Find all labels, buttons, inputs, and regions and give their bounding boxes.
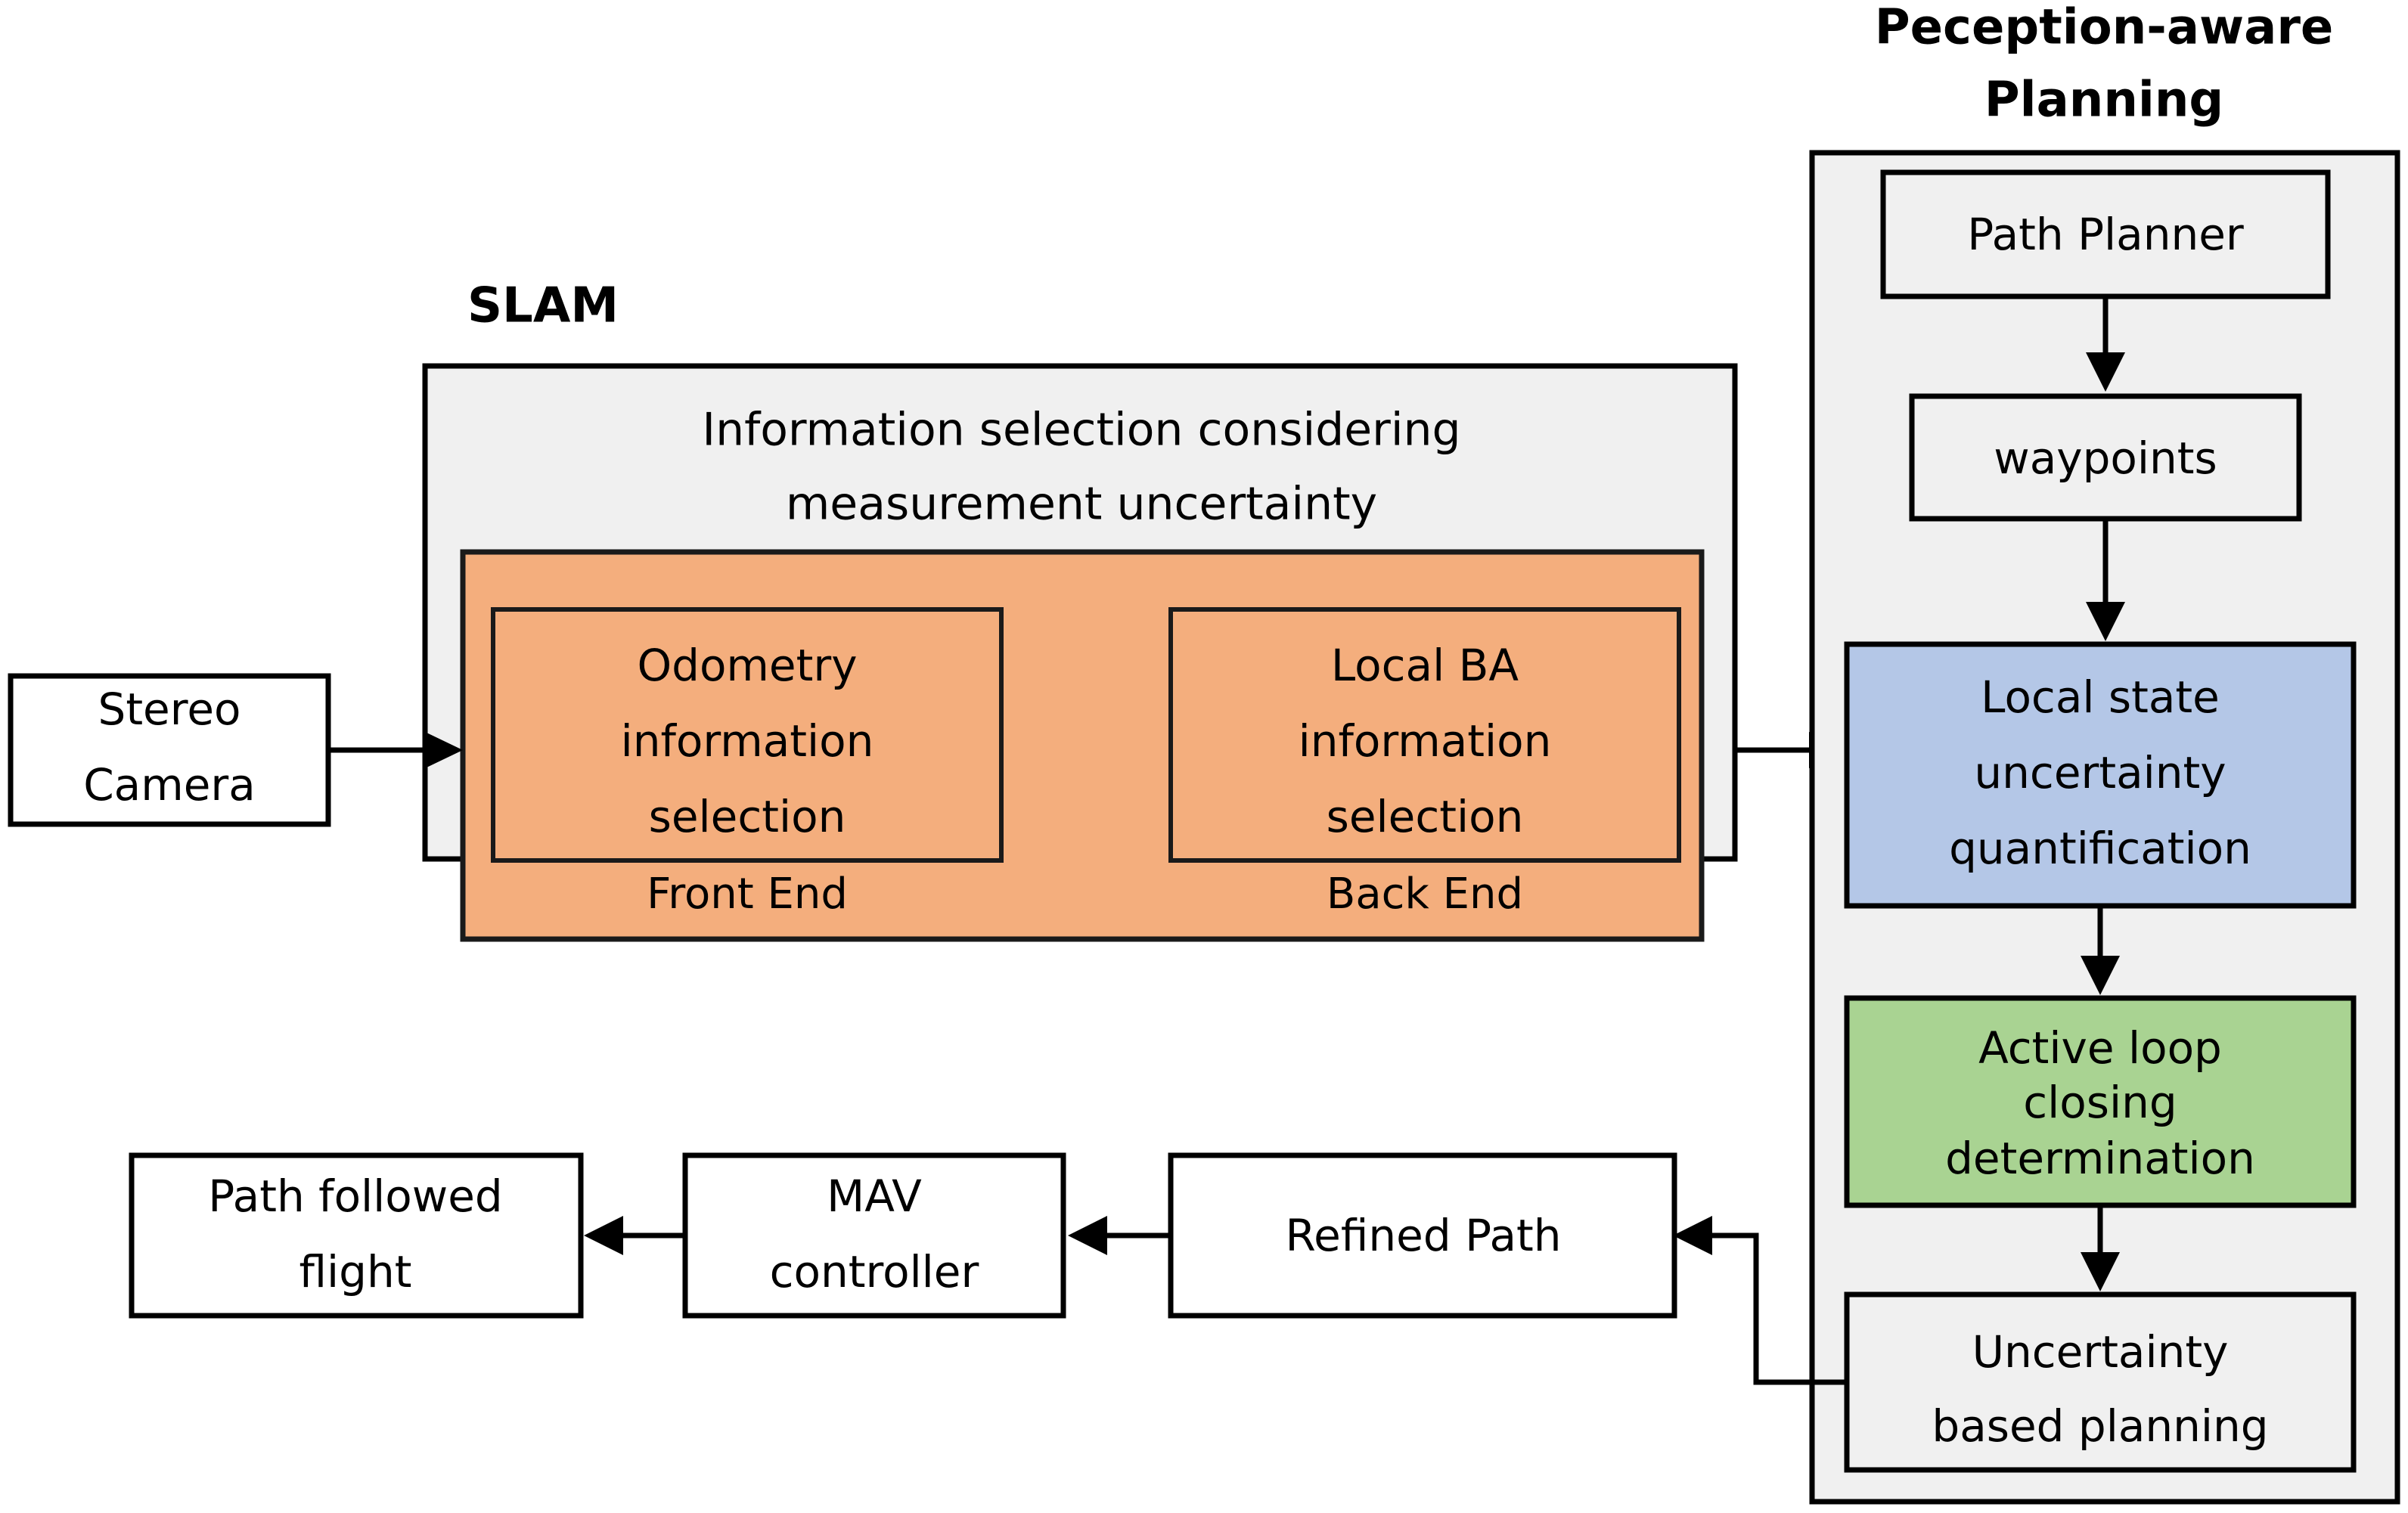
path-followed-flight-node[interactable]: Path followed flight [129,1152,584,1319]
active-loop-line1: Active loop [1978,1022,2222,1074]
arrowhead-refined-path-to-mav [1068,1216,1107,1255]
arrowhead-waypoints-to-local-state [2086,602,2125,641]
stereo-camera-line2: Camera [83,759,256,811]
path-planner-node[interactable]: Path Planner [1880,169,2331,299]
path-followed-flight-box[interactable] [129,1152,584,1319]
arrow-planner-to-waypoints [2086,296,2125,392]
uncertainty-planning-line2: based planning [1932,1400,2268,1452]
arrowhead-planning-to-refined-path [1673,1216,1712,1255]
arrowhead-camera-to-slam [425,732,463,768]
local-state-line1: Local state [1981,671,2220,723]
arrowhead-local-state-to-active-loop [2081,956,2120,995]
active-loop-line3: determination [1945,1133,2255,1184]
arrowhead-mav-to-path-followed [584,1216,623,1255]
local-ba-line3: selection [1327,791,1524,842]
local-ba-line1: Local BA [1331,640,1519,691]
active-loop-closing-node[interactable]: Active loop closing determination [1844,995,2357,1208]
arrow-local-state-to-active-loop [2081,906,2120,995]
slam-caption-line1: Information selection considering [702,404,1460,457]
local-ba-line2: information [1299,715,1552,767]
path-planner-box[interactable] [1880,169,2331,299]
arrowhead-active-loop-to-uncertainty-planning [2081,1252,2120,1291]
uncertainty-based-planning-node[interactable]: Uncertainty based planning [1844,1291,2357,1473]
arrowhead-planner-to-waypoints [2086,352,2125,392]
local-ba-information-selection-node[interactable]: Local BA information selection [1168,607,1681,863]
arrow-mav-to-path-followed [584,1216,685,1255]
uncertainty-based-planning-box[interactable] [1844,1291,2357,1473]
local-state-uncertainty-node[interactable]: Local state uncertainty quantification [1844,641,2357,909]
arrow-refined-path-to-mav [1068,1216,1171,1255]
stereo-camera-box[interactable] [8,673,331,827]
path-planner-label: Path Planner [1967,209,2244,260]
waypoints-box[interactable] [1909,393,2302,522]
planning-section-title-line2: Planning [1984,73,2223,129]
odometry-line3: selection [649,791,846,842]
odometry-information-selection-box[interactable] [491,607,1004,863]
back-end-caption: Back End [1327,870,1523,919]
path-followed-line2: flight [299,1246,412,1298]
path-followed-line1: Path followed [208,1170,502,1222]
odometry-line2: information [621,715,874,767]
stereo-camera-node[interactable]: Stereo Camera [8,673,331,827]
mav-controller-node[interactable]: MAV controller [682,1152,1066,1319]
arrow-active-loop-to-uncertainty-planning [2081,1205,2120,1291]
waypoints-label: waypoints [1994,433,2217,484]
front-end-caption: Front End [647,870,848,919]
local-ba-information-selection-box[interactable] [1168,607,1681,863]
slam-section-title: SLAM [467,278,619,334]
waypoints-node[interactable]: waypoints [1909,393,2302,522]
slam-section: SLAM Information selection considering m… [422,278,1738,942]
slam-caption-line2: measurement uncertainty [786,478,1377,531]
planning-section-title-line1: Peception-aware [1875,0,2334,56]
arrow-waypoints-to-local-state [2086,519,2125,641]
refined-path-label: Refined Path [1285,1210,1561,1261]
stereo-camera-line1: Stereo [98,684,241,735]
uncertainty-planning-line1: Uncertainty [1972,1326,2229,1378]
planning-section: Peception-aware Planning Path Planner wa… [1809,0,2400,1505]
active-loop-line2: closing [2023,1077,2177,1128]
output-chain: Refined Path MAV controller Path followe… [129,1152,1847,1385]
odometry-line1: Odometry [637,640,857,691]
mav-controller-line1: MAV [827,1170,922,1222]
local-state-line2: uncertainty [1974,747,2226,798]
mav-controller-line2: controller [770,1246,979,1298]
local-state-line3: quantification [1949,823,2251,874]
odometry-information-selection-node[interactable]: Odometry information selection [491,607,1004,863]
refined-path-node[interactable]: Refined Path [1168,1152,1677,1319]
arrow-planning-to-refined-path [1673,1216,1847,1385]
active-loop-closing-box[interactable] [1844,995,2357,1208]
arrow-camera-to-slam [328,732,463,768]
